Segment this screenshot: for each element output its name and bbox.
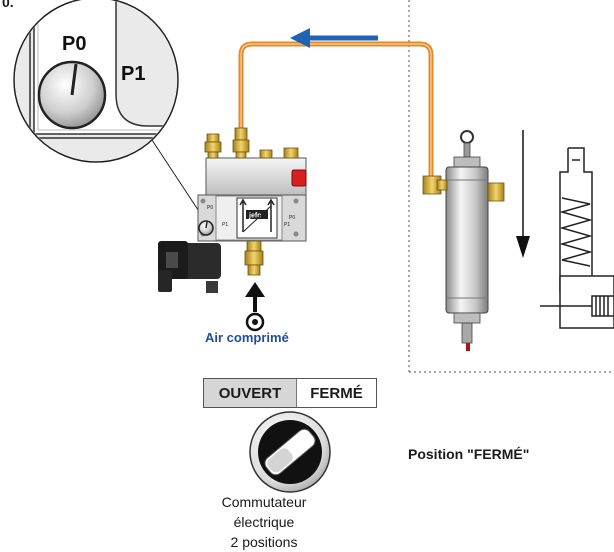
brass-fittings (204, 127, 299, 276)
valve-logo-text: jefo (248, 213, 261, 220)
switch-option-open[interactable]: OUVERT (204, 379, 297, 407)
dotted-frame (408, 0, 614, 373)
callout-p0-label: P0 (62, 33, 86, 55)
spring-icon (540, 147, 614, 329)
position-label: Position "FERMÉ" (408, 446, 530, 462)
figure-number: 0. (2, 0, 14, 10)
valve-port-right-top: P0 (289, 215, 295, 221)
air-inlet-symbol (245, 312, 265, 332)
switch-knob[interactable] (249, 411, 331, 493)
flow-left-arrow (290, 28, 378, 48)
valve-port-left-top: P0 (207, 205, 213, 211)
switch-position-indicator: OUVERT FERMÉ (203, 378, 377, 408)
callout-leader (151, 139, 207, 223)
valve-port-right-bottom: P1 (284, 222, 290, 228)
switch-caption: Commutateur électrique 2 positions (190, 492, 338, 552)
solenoid-coil (158, 241, 221, 293)
switch-caption-line2: 2 positions (230, 534, 298, 550)
red-button (291, 169, 307, 187)
up-arrow (245, 282, 265, 312)
air-inlet-label: Air comprimé (205, 330, 289, 345)
zoom-callout: P0 P1 (13, 0, 179, 163)
down-arrow (516, 130, 530, 258)
pneumatic-cylinder (422, 130, 505, 351)
valve-block: jefo P0 P1 P0 P1 (197, 157, 307, 242)
valve-port-left-bottom: P1 (222, 222, 228, 228)
switch-option-closed[interactable]: FERMÉ (297, 379, 376, 407)
switch-caption-line1: Commutateur électrique (221, 494, 307, 530)
callout-p1-label: P1 (121, 63, 145, 85)
